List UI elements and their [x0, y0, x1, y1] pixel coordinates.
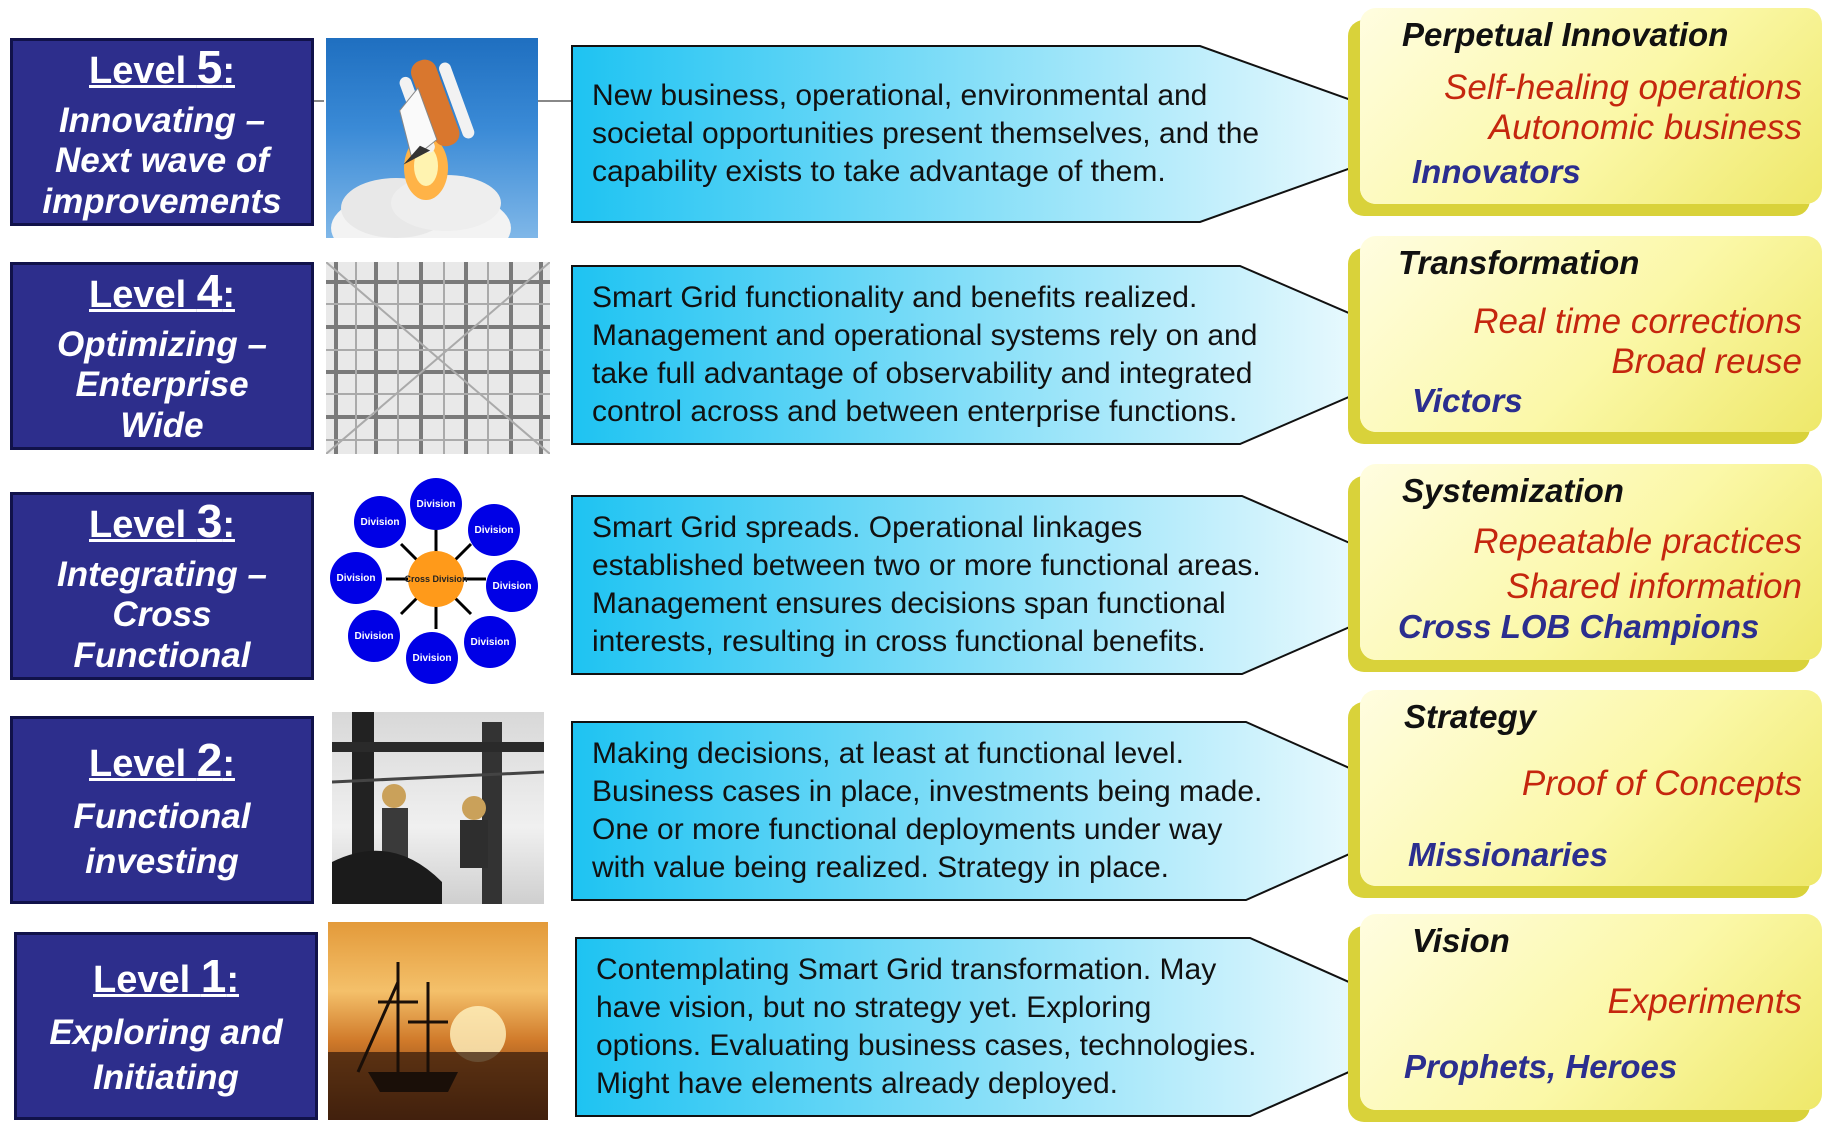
level-1-box: Level 1: Exploring and Initiating — [14, 932, 318, 1120]
cross-division-label: Cross Division — [404, 574, 467, 584]
level-2-box: Level 2: Functional investing — [10, 716, 314, 904]
note-who: Victors — [1412, 382, 1523, 419]
note-who: Innovators — [1412, 153, 1581, 190]
level-5-description-arrow: New business, operational, environmental… — [570, 44, 1450, 224]
connector-line — [314, 100, 324, 102]
division-node-label: Division — [361, 517, 400, 528]
arrow-shape — [571, 45, 1449, 223]
level-4-box: Level 4: Optimizing – Enterprise Wide — [10, 262, 314, 450]
division-node-label: Division — [471, 637, 510, 648]
note-who: Cross LOB Champions — [1398, 608, 1760, 645]
note-category: Strategy — [1404, 698, 1537, 735]
arrow-shape — [575, 937, 1453, 1117]
level-4-description-arrow: Smart Grid functionality and benefits re… — [570, 264, 1450, 446]
lattice-image — [326, 262, 550, 454]
note-item: Repeatable practices — [1473, 522, 1802, 561]
arrow-shape — [571, 721, 1449, 901]
linemen-image — [332, 712, 544, 904]
division-node-label: Division — [337, 573, 376, 584]
arrow-shape — [571, 265, 1449, 445]
note-item: Experiments — [1607, 982, 1802, 1021]
division-diagram: Division Division Division Division Divi… — [326, 474, 546, 684]
level-2-title: Level 2: — [89, 734, 235, 787]
note-who: Missionaries — [1408, 836, 1608, 873]
level-5-description: New business, operational, environmental… — [592, 79, 1260, 188]
level-1-note: Vision Experiments Prophets, Heroes — [1360, 914, 1822, 1110]
note-item: Broad reuse — [1611, 342, 1802, 381]
level-1-subtitle: Exploring and Initiating — [49, 1012, 283, 1098]
level-4-title: Level 4: — [89, 265, 235, 318]
level-5-note: Perpetual Innovation Self-healing operat… — [1360, 8, 1822, 204]
level-5-title: Level 5: — [89, 41, 235, 94]
division-node-label: Division — [355, 631, 394, 642]
note-item: Proof of Concepts — [1521, 764, 1802, 803]
division-node-label: Division — [493, 581, 532, 592]
arrow-shape — [571, 495, 1449, 675]
level-4-subtitle: Optimizing – Enterprise Wide — [57, 325, 267, 445]
note-who: Prophets, Heroes — [1404, 1048, 1678, 1085]
division-node-label: Division — [417, 499, 456, 510]
level-2-description-arrow: Making decisions, at least at functional… — [570, 720, 1450, 902]
division-node-label: Division — [413, 653, 452, 664]
note-category: Transformation — [1398, 244, 1640, 281]
level-3-title: Level 3: — [89, 495, 235, 548]
level-3-description-arrow: Smart Grid spreads. Operational linkages… — [570, 494, 1450, 676]
note-item: Shared information — [1506, 567, 1802, 606]
connector-line — [538, 100, 572, 102]
level-2-subtitle: Functional investing — [73, 796, 251, 882]
note-category: Perpetual Innovation — [1402, 16, 1729, 53]
note-item: Real time corrections — [1473, 302, 1802, 341]
note-item: Self-healing operations — [1443, 68, 1802, 107]
note-category: Systemization — [1402, 472, 1624, 509]
level-3-description: Smart Grid spreads. Operational linkages… — [592, 511, 1261, 658]
level-1-description-arrow: Contemplating Smart Grid transformation.… — [574, 936, 1454, 1118]
level-2-note: Strategy Proof of Concepts Missionaries — [1360, 690, 1822, 886]
level-1-description: Contemplating Smart Grid transformation.… — [596, 953, 1257, 1100]
level-3-subtitle: Integrating – Cross Functional — [56, 555, 268, 675]
sailing-ship-image — [328, 922, 548, 1120]
level-4-note: Transformation Real time corrections Bro… — [1360, 236, 1822, 432]
level-3-box: Level 3: Integrating – Cross Functional — [10, 492, 314, 680]
division-node-label: Division — [475, 525, 514, 536]
level-5-box: Level 5: Innovating – Next wave of impro… — [10, 38, 314, 226]
note-category: Vision — [1412, 922, 1510, 959]
note-item: Autonomic business — [1488, 108, 1802, 147]
space-shuttle-image — [326, 38, 538, 238]
level-3-note: Systemization Repeatable practices Share… — [1360, 464, 1822, 660]
level-4-description: Smart Grid functionality and benefits re… — [592, 281, 1258, 428]
level-2-description: Making decisions, at least at functional… — [592, 737, 1263, 884]
level-1-title: Level 1: — [93, 950, 239, 1003]
level-5-subtitle: Innovating – Next wave of improvements — [42, 101, 282, 221]
